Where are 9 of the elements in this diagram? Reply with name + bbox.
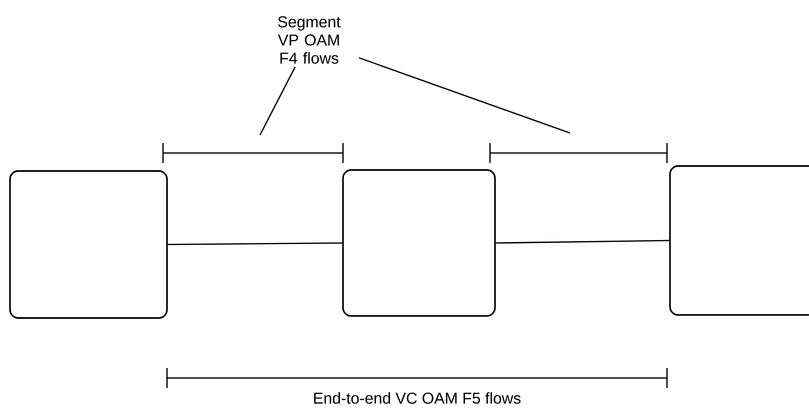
network-box <box>669 165 809 316</box>
network-box <box>9 170 168 319</box>
connecting-line <box>168 242 342 246</box>
leader-line <box>259 66 296 136</box>
network-box <box>342 169 496 317</box>
leader-line <box>358 57 570 134</box>
segment-label: Segment VP OAM F4 flows <box>278 16 341 64</box>
span-label: End-to-end VC OAM F5 flows <box>314 392 521 404</box>
connecting-line <box>496 240 670 244</box>
